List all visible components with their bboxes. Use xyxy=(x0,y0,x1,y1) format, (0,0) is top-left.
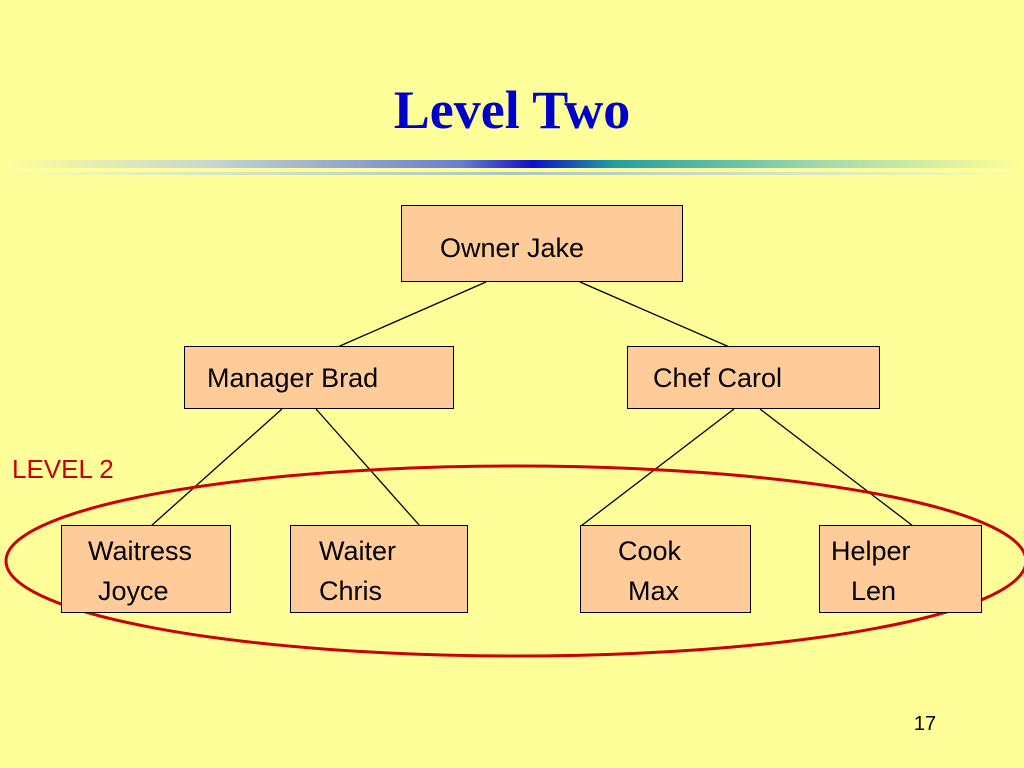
chef-carol-box: Chef Carol xyxy=(627,346,880,409)
joyce-label: Joyce xyxy=(98,576,169,606)
slide-title: Level Two xyxy=(393,80,631,140)
level-2-highlight-ellipse xyxy=(4,464,1024,658)
connector-manager-waitress xyxy=(150,408,283,527)
waitress-joyce-box: Waitress Joyce xyxy=(61,525,231,613)
page-number: 17 xyxy=(913,713,937,735)
chef-carol-label: Chef Carol xyxy=(653,363,783,393)
connector-chef-helper xyxy=(759,408,914,527)
waitress-label: Waitress xyxy=(88,536,193,566)
title-divider-thin xyxy=(0,172,1024,175)
cook-label: Cook xyxy=(618,536,682,566)
manager-brad-label: Manager Brad xyxy=(207,363,379,393)
helper-len-box: Helper Len xyxy=(819,525,982,613)
chris-label: Chris xyxy=(319,576,383,606)
waiter-label: Waiter xyxy=(319,536,397,566)
manager-brad-box: Manager Brad xyxy=(184,346,454,409)
title-divider xyxy=(0,160,1024,168)
owner-jake-box: Owner Jake xyxy=(401,205,683,282)
len-label: Len xyxy=(851,576,897,606)
connector-owner-manager xyxy=(332,281,487,350)
connector-manager-waiter xyxy=(315,408,421,527)
level-2-label: LEVEL 2 xyxy=(12,454,114,484)
connector-chef-cook xyxy=(580,408,735,527)
max-label: Max xyxy=(628,576,680,606)
waiter-chris-box: Waiter Chris xyxy=(290,525,468,613)
connector-owner-chef xyxy=(579,281,735,350)
owner-jake-label: Owner Jake xyxy=(440,233,585,263)
cook-max-box: Cook Max xyxy=(580,525,751,613)
helper-label: Helper xyxy=(831,536,911,566)
